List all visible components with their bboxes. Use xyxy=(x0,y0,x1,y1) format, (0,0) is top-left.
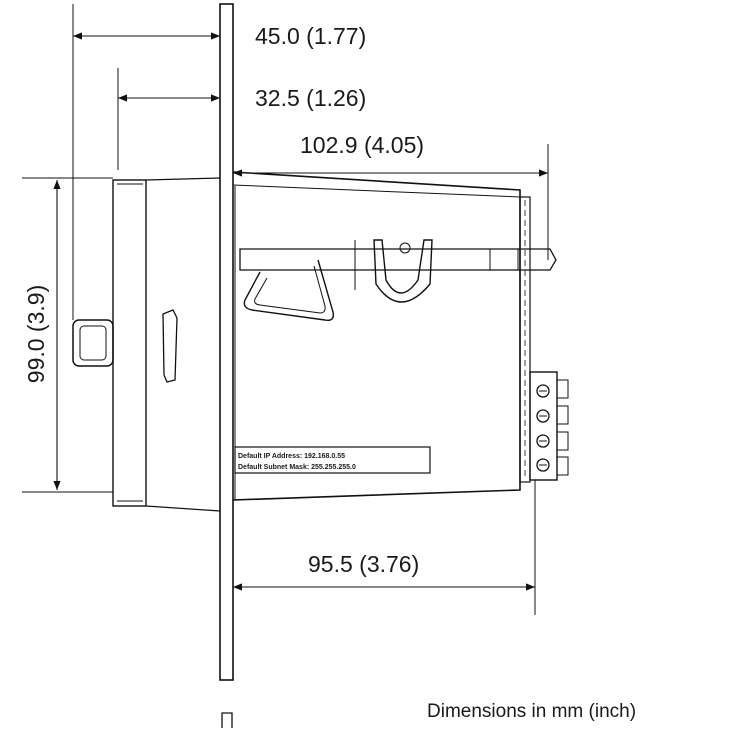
terminal-block xyxy=(529,371,558,481)
dim-height: 99.0 (3.9) xyxy=(23,285,49,383)
terminal-screws xyxy=(536,379,569,476)
dimensions-caption: Dimensions in mm (inch) xyxy=(427,701,636,722)
device-label-line1: Default IP Address: 192.168.0.55 xyxy=(238,453,345,460)
extension-lines xyxy=(22,4,549,615)
mounting-clamp xyxy=(239,239,557,322)
device-label-line2: Default Subnet Mask: 255.255.255.0 xyxy=(238,464,356,471)
panel-bottom-mark xyxy=(221,712,233,728)
dim-depth-overall: 45.0 (1.77) xyxy=(255,23,366,49)
dim-body-length: 95.5 (3.76) xyxy=(308,551,419,577)
device-label: Default IP Address: 192.168.0.55 Default… xyxy=(234,446,431,474)
front-bezel xyxy=(72,177,221,512)
mounting-panel xyxy=(219,3,234,728)
bezel-latch xyxy=(162,309,178,383)
dim-depth-front: 32.5 (1.26) xyxy=(255,85,366,111)
dim-rear-length: 102.9 (4.05) xyxy=(300,132,424,158)
bezel-knob xyxy=(72,319,114,367)
dimension-lines xyxy=(53,32,548,591)
enclosure-body xyxy=(232,171,569,501)
